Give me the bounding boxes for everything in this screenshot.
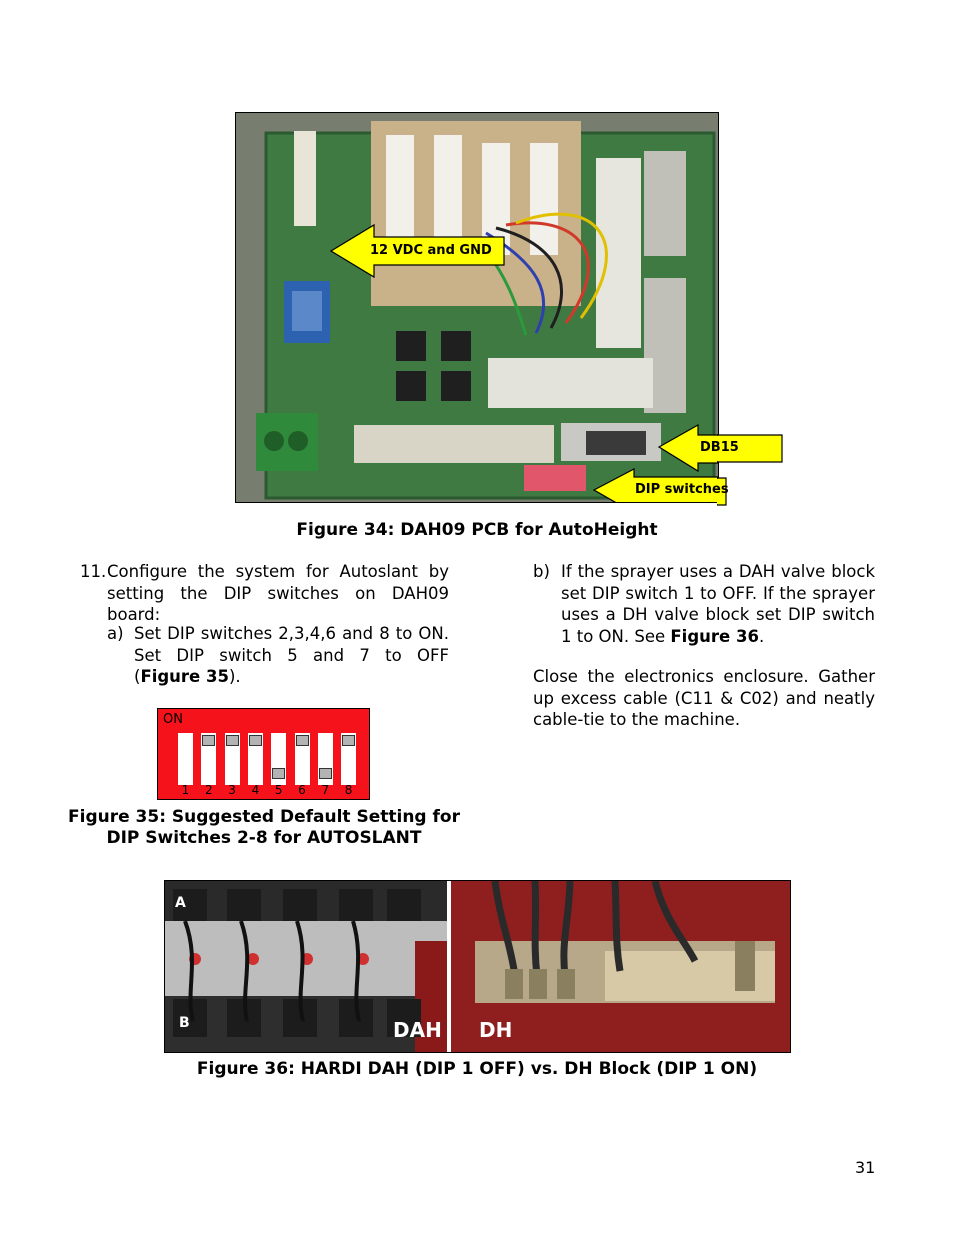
- dip-switch-knob: [225, 735, 239, 746]
- dip-switch-knob: [318, 768, 332, 779]
- dip-on-label: ON: [163, 712, 183, 727]
- figure-35-caption: Figure 35: Suggested Default Setting for…: [60, 807, 468, 849]
- dip-switch-number: 3: [228, 783, 236, 797]
- figure-35-caption-line1: Figure 35: Suggested Default Setting for: [68, 807, 460, 827]
- power-arrow-label: 12 VDC and GND: [370, 243, 492, 258]
- dah-label: DAH: [393, 1018, 442, 1042]
- figure-34-caption: Figure 34: DAH09 PCB for AutoHeight: [296, 520, 658, 540]
- dip-switch-knob: [202, 735, 216, 746]
- closing-paragraph: Close the electronics enclosure. Gather …: [533, 667, 875, 729]
- dip-arrow-label: DIP switches: [635, 482, 729, 497]
- dip-switch-number: 8: [344, 783, 353, 797]
- pcb-photo: 12 VDC and GND: [235, 112, 719, 503]
- page-number: 31: [855, 1158, 876, 1177]
- step-a-marker: a): [107, 624, 124, 643]
- valve-block-illustration: [165, 881, 790, 1052]
- figure-36-caption: Figure 36: HARDI DAH (DIP 1 OFF) vs. DH …: [196, 1059, 758, 1079]
- dip-switch-4: [247, 733, 263, 785]
- dip-switch-5: [271, 733, 287, 785]
- dip-arrow-tail: [717, 477, 727, 506]
- dip-switch-number: 6: [298, 783, 306, 797]
- step-11-text: Configure the system for Autoslant by se…: [107, 562, 449, 624]
- dip-switch-2: [201, 733, 217, 785]
- figure-35-ref: Figure 35: [140, 667, 229, 686]
- dip-switch-number: 5: [274, 783, 283, 797]
- step-b-text: If the sprayer uses a DAH valve block se…: [561, 562, 875, 646]
- dip-switch-number: 7: [321, 783, 330, 797]
- figure-35-caption-line2: DIP Switches 2-8 for AUTOSLANT: [106, 828, 422, 848]
- dip-switch-7: [317, 733, 333, 785]
- dip-switch-knob: [248, 735, 262, 746]
- step-a-text: Set DIP switches 2,3,4,6 and 8 to ON. Se…: [134, 624, 449, 686]
- dip-switch-1: [178, 733, 193, 785]
- db15-arrow-label: DB15: [700, 440, 739, 455]
- figure-36-ref: Figure 36: [670, 626, 759, 646]
- step-b-marker: b): [533, 562, 550, 581]
- dip-switch-knob: [342, 735, 356, 746]
- dh-label: DH: [479, 1018, 513, 1042]
- dip-switch-number: 4: [251, 783, 260, 797]
- dip-switch-number: 1: [181, 783, 190, 797]
- dip-switch-knob: [272, 768, 286, 779]
- step-number: 11.: [80, 562, 107, 581]
- dip-switch-6: [294, 733, 310, 785]
- dip-switch-knob: [295, 735, 309, 746]
- db15-arrow-tail: [717, 434, 783, 463]
- valve-b-label: B: [179, 1015, 190, 1031]
- dip-switch-number: 2: [204, 783, 213, 797]
- dip-switch-8: [341, 733, 357, 785]
- pcb-illustration: [236, 113, 718, 502]
- valve-a-label: A: [175, 895, 186, 911]
- dip-switch-3: [224, 733, 240, 785]
- valve-block-photo: A B DAH DH: [164, 880, 791, 1053]
